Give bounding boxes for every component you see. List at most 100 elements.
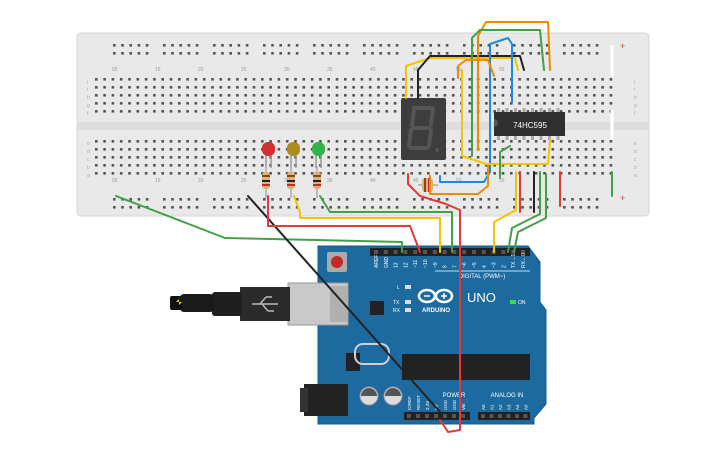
- breadboard-hole[interactable]: [344, 140, 347, 143]
- rail-hole[interactable]: [345, 44, 349, 47]
- rail-hole[interactable]: [521, 44, 524, 47]
- breadboard-hole[interactable]: [534, 156, 538, 159]
- breadboard-hole[interactable]: [128, 110, 131, 113]
- breadboard-hole[interactable]: [319, 86, 322, 89]
- rail-hole[interactable]: [337, 44, 341, 47]
- rail-hole[interactable]: [495, 206, 499, 209]
- breadboard-hole[interactable]: [252, 148, 256, 151]
- breadboard-hole[interactable]: [385, 102, 389, 105]
- breadboard-hole[interactable]: [261, 78, 264, 81]
- rail-hole[interactable]: [329, 44, 332, 47]
- breadboard-hole[interactable]: [194, 140, 198, 143]
- breadboard-hole[interactable]: [385, 94, 389, 97]
- breadboard-hole[interactable]: [310, 94, 314, 97]
- breadboard-hole[interactable]: [526, 156, 530, 159]
- breadboard-hole[interactable]: [202, 148, 206, 151]
- rail-hole[interactable]: [345, 206, 349, 209]
- header-pin[interactable]: [423, 250, 427, 254]
- breadboard-hole[interactable]: [418, 164, 422, 167]
- breadboard-hole[interactable]: [111, 140, 115, 143]
- breadboard-hole[interactable]: [95, 94, 98, 97]
- header-pin[interactable]: [407, 414, 411, 418]
- breadboard-hole[interactable]: [327, 102, 330, 105]
- breadboard-hole[interactable]: [518, 148, 521, 151]
- header-pin[interactable]: [506, 414, 511, 418]
- rail-hole[interactable]: [579, 206, 582, 209]
- rail-hole[interactable]: [171, 52, 174, 55]
- breadboard-hole[interactable]: [327, 94, 330, 97]
- rail-hole[interactable]: [545, 206, 549, 209]
- breadboard-hole[interactable]: [277, 110, 281, 113]
- rail-hole[interactable]: [279, 44, 282, 47]
- breadboard-hole[interactable]: [294, 94, 297, 97]
- rail-hole[interactable]: [245, 198, 249, 201]
- breadboard-hole[interactable]: [144, 172, 148, 175]
- rail-hole[interactable]: [437, 206, 441, 209]
- breadboard-hole[interactable]: [410, 164, 413, 167]
- rail-hole[interactable]: [129, 44, 132, 47]
- breadboard-hole[interactable]: [161, 78, 164, 81]
- breadboard-hole[interactable]: [227, 148, 231, 151]
- breadboard-hole[interactable]: [518, 156, 521, 159]
- breadboard-hole[interactable]: [344, 110, 347, 113]
- breadboard-hole[interactable]: [244, 140, 247, 143]
- breadboard-hole[interactable]: [418, 94, 422, 97]
- breadboard-hole[interactable]: [368, 164, 372, 167]
- breadboard-hole[interactable]: [153, 110, 156, 113]
- rail-hole[interactable]: [437, 198, 441, 201]
- breadboard-hole[interactable]: [252, 102, 256, 105]
- breadboard-hole[interactable]: [601, 78, 604, 81]
- breadboard-hole[interactable]: [236, 94, 239, 97]
- rail-hole[interactable]: [363, 52, 366, 55]
- breadboard-hole[interactable]: [269, 102, 272, 105]
- breadboard-hole[interactable]: [211, 156, 214, 159]
- rail-hole[interactable]: [437, 52, 441, 55]
- breadboard-hole[interactable]: [468, 78, 472, 81]
- rail-hole[interactable]: [395, 206, 399, 209]
- breadboard-hole[interactable]: [161, 94, 164, 97]
- breadboard-hole[interactable]: [451, 102, 455, 105]
- breadboard-hole[interactable]: [485, 148, 488, 151]
- header-pin[interactable]: [523, 414, 528, 418]
- breadboard-hole[interactable]: [485, 156, 488, 159]
- breadboard-hole[interactable]: [327, 148, 330, 151]
- breadboard-hole[interactable]: [368, 94, 372, 97]
- rail-hole[interactable]: [587, 206, 591, 209]
- rail-hole[interactable]: [363, 44, 366, 47]
- breadboard-hole[interactable]: [285, 78, 289, 81]
- breadboard-hole[interactable]: [111, 110, 115, 113]
- breadboard-hole[interactable]: [559, 156, 563, 159]
- breadboard-hole[interactable]: [402, 78, 405, 81]
- breadboard-hole[interactable]: [294, 102, 297, 105]
- breadboard-hole[interactable]: [518, 102, 521, 105]
- rail-hole[interactable]: [321, 206, 324, 209]
- breadboard-hole[interactable]: [277, 172, 281, 175]
- breadboard-hole[interactable]: [377, 140, 380, 143]
- rail-hole[interactable]: [179, 52, 182, 55]
- header-pin[interactable]: [413, 250, 418, 254]
- shift-register-chip[interactable]: 74HC595: [494, 108, 565, 140]
- breadboard-hole[interactable]: [95, 78, 98, 81]
- breadboard-hole[interactable]: [95, 86, 98, 89]
- breadboard-hole[interactable]: [510, 102, 513, 105]
- breadboard-hole[interactable]: [111, 94, 115, 97]
- breadboard-hole[interactable]: [485, 164, 488, 167]
- breadboard-hole[interactable]: [302, 86, 306, 89]
- breadboard-hole[interactable]: [534, 94, 538, 97]
- breadboard-hole[interactable]: [510, 140, 513, 143]
- breadboard-hole[interactable]: [335, 172, 339, 175]
- breadboard-hole[interactable]: [269, 94, 272, 97]
- breadboard-hole[interactable]: [402, 86, 405, 89]
- breadboard-hole[interactable]: [294, 110, 297, 113]
- breadboard-hole[interactable]: [493, 110, 496, 113]
- breadboard-hole[interactable]: [435, 86, 438, 89]
- breadboard-hole[interactable]: [186, 140, 189, 143]
- breadboard-hole[interactable]: [402, 94, 405, 97]
- breadboard-hole[interactable]: [335, 140, 339, 143]
- usb-connector[interactable]: [287, 282, 349, 326]
- breadboard-hole[interactable]: [601, 102, 604, 105]
- breadboard-hole[interactable]: [153, 94, 156, 97]
- breadboard-hole[interactable]: [468, 94, 472, 97]
- breadboard-hole[interactable]: [128, 164, 131, 167]
- rail-hole[interactable]: [413, 198, 416, 201]
